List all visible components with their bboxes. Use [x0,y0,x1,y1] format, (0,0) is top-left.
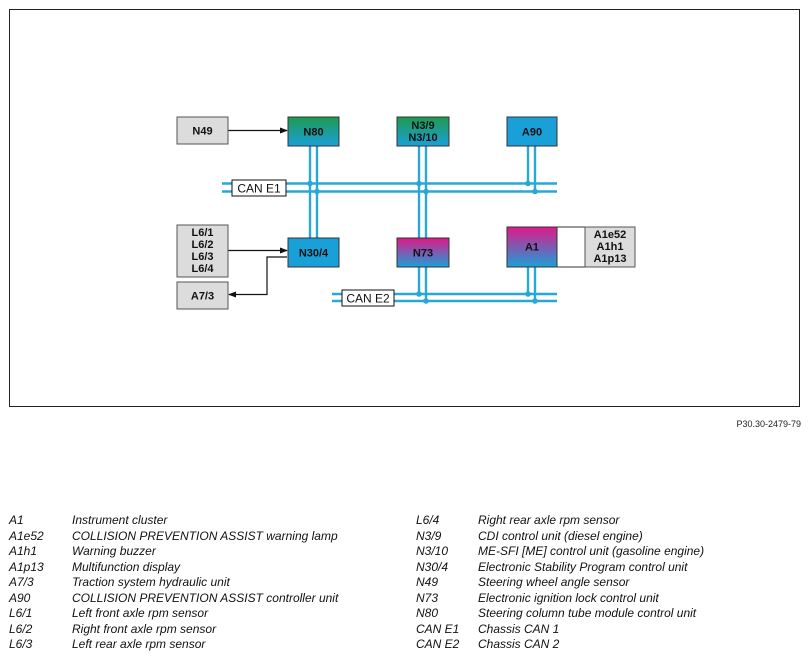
legend-row: L6/3 Left rear axle rpm sensor [9,637,338,653]
legend-description: Steering column tube module control unit [478,606,697,620]
legend-code: A7/3 [9,575,34,589]
box-n39-label: N3/9 [411,120,434,132]
legend-row: A90 COLLISION PREVENTION ASSIST controlle… [9,591,338,607]
legend-code: A1 [9,513,24,527]
network-diagram: CAN E1 CAN E2 N49 N80 N3/9 N3/10 A90 [176,116,636,310]
legend-code: N3/10 [416,544,449,558]
diagram-frame: CAN E1 CAN E2 N49 N80 N3/9 N3/10 A90 [9,9,800,407]
legend-row: A7/3 Traction system hydraulic unit [9,575,338,591]
legend-description: CDI control unit (diesel engine) [478,528,643,543]
legend-row: A1p13 Multifunction display [9,560,338,576]
box-l6-sensors: L6/1 L6/2 L6/3 L6/4 [176,224,229,278]
signal-arrows [228,127,585,298]
box-l61-label: L6/1 [191,227,213,239]
legend-description: Right front axle rpm sensor [72,621,217,636]
box-a1: A1 [506,226,586,268]
legend-code: A1p13 [9,559,44,574]
legend-row: N30/4 Electronic Stability Program contro… [416,560,704,576]
legend-description: Multifunction display [72,559,181,574]
legend-code: N49 [416,575,439,589]
legend-description: Right rear axle rpm sensor [478,513,620,527]
legend-description: COLLISION PREVENTION ASSIST controller u… [72,590,339,605]
legend-row: L6/2 Right front axle rpm sensor [9,622,338,638]
legend-description: Warning buzzer [72,544,156,558]
legend-code: N73 [416,590,439,605]
box-n304-label: N30/4 [299,248,329,260]
legend-description: Electronic Stability Program control uni… [478,559,688,574]
box-a1h1-label: A1h1 [597,241,624,253]
box-n49: N49 [176,116,229,145]
box-n39-n310: N3/9 N3/10 [396,116,450,147]
legend-row: N80 Steering column tube module control u… [416,606,704,622]
legend-row: A1h1 Warning buzzer [9,544,338,560]
legend-code: N80 [416,606,439,620]
legend-description: Chassis CAN 1 [478,621,560,636]
legend-row: L6/1 Left front axle rpm sensor [9,606,338,622]
box-n310-label: N3/10 [408,132,437,144]
legend-description: Steering wheel angle sensor [478,575,630,589]
legend-row: CAN E1 Chassis CAN 1 [416,622,704,638]
box-a73-label: A7/3 [191,291,214,303]
legend-code: CAN E2 [416,637,460,651]
arrow-n304-to-a73 [228,256,287,298]
box-a1-link-cell [556,226,586,268]
legend-code: L6/4 [416,513,440,527]
legend-code: N30/4 [416,559,449,574]
box-n73-label: N73 [413,248,433,260]
legend-code: L6/3 [9,637,33,651]
box-a73: A7/3 [176,281,229,310]
can-e1-label: CAN E1 [231,179,287,197]
legend-code: L6/1 [9,606,33,620]
legend-code: A1e52 [9,528,44,543]
box-a1p13-label: A1p13 [593,253,626,265]
legend-code: L6/2 [9,621,33,636]
legend-row: L6/4 Right rear axle rpm sensor [416,513,704,529]
legend-code: CAN E1 [416,621,460,636]
legend-description: Instrument cluster [72,513,168,527]
legend-row: N3/9 CDI control unit (diesel engine) [416,529,704,545]
can-e2-label: CAN E2 [341,289,395,307]
box-n304: N30/4 [287,237,340,268]
legend-description: ME-SFI [ME] control unit (gasoline engin… [478,544,705,558]
legend-description: COLLISION PREVENTION ASSIST warning lamp [72,528,338,543]
box-l63-label: L6/3 [191,251,213,263]
figure-reference: P30.30-2479-79 [736,419,801,429]
legend-description: Left front axle rpm sensor [72,606,209,620]
legend-description: Traction system hydraulic unit [72,575,230,589]
legend-code: A90 [9,590,31,605]
legend-row: N3/10 ME-SFI [ME] control unit (gasoline … [416,544,704,560]
box-n80-label: N80 [303,127,323,139]
bus-junctions [307,180,538,304]
box-a90: A90 [506,116,558,147]
box-n49-label: N49 [192,126,212,138]
can-e2-text: CAN E2 [346,292,390,306]
box-a1-parts: A1e52 A1h1 A1p13 [584,226,636,268]
legend-code: N3/9 [416,528,442,543]
box-n73: N73 [396,237,450,268]
can-e1-text: CAN E1 [237,182,281,196]
box-a1e52-label: A1e52 [594,229,626,241]
box-l64-label: L6/4 [191,263,214,275]
legend-row: A1 Instrument cluster [9,513,338,529]
legend-code: A1h1 [9,544,38,558]
legend-row: CAN E2 Chassis CAN 2 [416,637,704,653]
legend-row: A1e52 COLLISION PREVENTION ASSIST warning… [9,529,338,545]
legend-description: Chassis CAN 2 [478,637,560,651]
legend-row: N49 Steering wheel angle sensor [416,575,704,591]
box-l62-label: L6/2 [191,239,213,251]
bus-drops [308,146,537,301]
legend-row: N73 Electronic ignition lock control unit [416,591,704,607]
legend-description: Left rear axle rpm sensor [72,637,206,651]
legend-description: Electronic ignition lock control unit [478,590,659,605]
box-n80: N80 [287,116,340,147]
box-a1-label: A1 [525,242,539,254]
box-a90-label: A90 [522,127,542,139]
